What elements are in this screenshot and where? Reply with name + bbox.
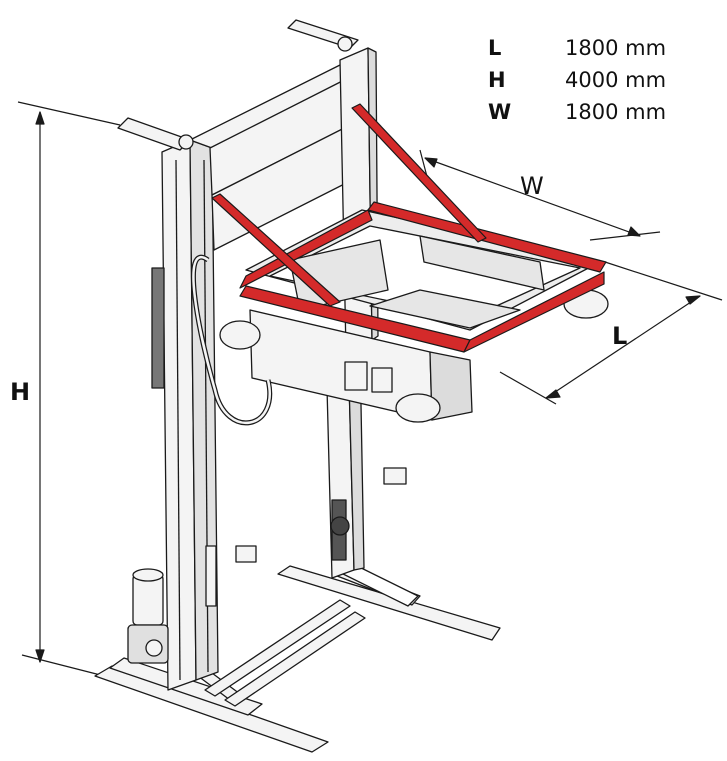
dimension-label-h: H bbox=[10, 378, 31, 406]
rear-mast bbox=[325, 343, 365, 579]
spec-value: 1800 mm bbox=[565, 36, 667, 60]
spec-row-width: W 1800 mm bbox=[488, 100, 688, 128]
head-frame bbox=[245, 209, 601, 331]
spec-key: L bbox=[488, 36, 502, 60]
spec-key: H bbox=[488, 68, 506, 92]
motor bbox=[127, 568, 169, 664]
spec-row-height: H 4000 mm bbox=[488, 68, 688, 96]
dimension-l bbox=[499, 261, 723, 405]
spec-row-length: L 1800 mm bbox=[488, 36, 688, 64]
dimension-label-l: L bbox=[612, 322, 628, 350]
dimension-label-w: W bbox=[520, 172, 544, 200]
top-structure bbox=[117, 19, 379, 353]
spec-value: 4000 mm bbox=[565, 68, 667, 92]
highlight-frame bbox=[211, 103, 607, 353]
spec-value: 1800 mm bbox=[565, 100, 667, 124]
sensor-boxes bbox=[205, 467, 407, 607]
dimension-w bbox=[419, 149, 661, 241]
dimension-h bbox=[17, 101, 121, 681]
main-column bbox=[151, 139, 219, 691]
spec-key: W bbox=[488, 100, 512, 124]
